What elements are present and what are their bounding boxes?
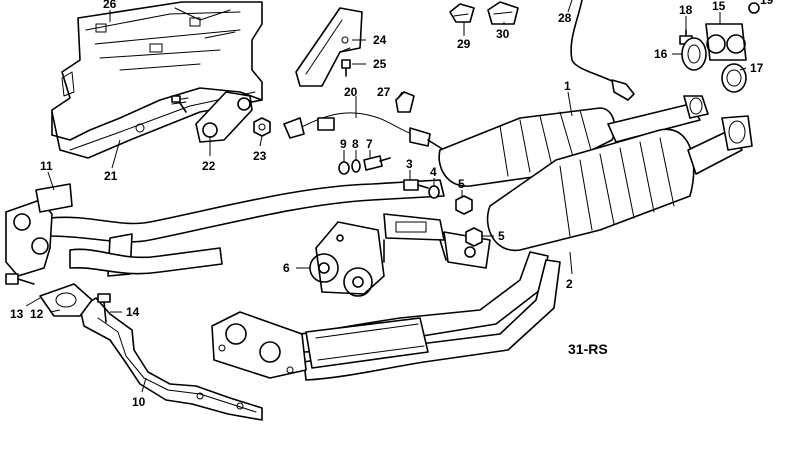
nut-5b <box>465 227 483 247</box>
ring-17 <box>721 63 747 93</box>
nut-19 <box>748 2 760 14</box>
sensor-cable-28 <box>570 0 635 101</box>
washer-8 <box>351 159 361 173</box>
callout-15: 15 <box>712 0 726 13</box>
callout-9: 9 <box>340 137 347 151</box>
callout-21: 21 <box>104 169 118 183</box>
oxygen-sensor-20 <box>283 112 445 151</box>
bolt-13 <box>5 273 35 285</box>
callout-14: 14 <box>126 305 140 319</box>
callout-7: 7 <box>366 137 373 151</box>
bolt-3 <box>403 179 429 191</box>
callout-2: 2 <box>566 277 573 291</box>
callout-23: 23 <box>253 149 267 163</box>
callout-20: 20 <box>344 85 358 99</box>
bracket-24 <box>295 7 363 87</box>
callout-18: 18 <box>679 3 693 17</box>
diagram-caption: 31-RS <box>568 341 608 357</box>
callout-25: 25 <box>373 57 387 71</box>
front-pipe-lower <box>69 247 223 275</box>
callout-8: 8 <box>352 137 359 151</box>
callout-30: 30 <box>496 27 510 41</box>
callout-24: 24 <box>373 33 387 47</box>
clip-29 <box>449 3 475 23</box>
bracket-22 <box>195 91 253 143</box>
callout-27: 27 <box>377 85 391 99</box>
support-bracket-10 <box>79 297 263 421</box>
callout-5-upper: 5 <box>458 177 465 191</box>
rear-flange <box>211 311 307 379</box>
callout-4: 4 <box>430 165 437 179</box>
nut-9 <box>338 161 350 175</box>
nut-23 <box>253 117 271 137</box>
rear-pipe-assembly <box>299 251 561 381</box>
bolt-7 <box>363 155 391 171</box>
screw-21-fixing <box>171 95 187 113</box>
callout-13: 13 <box>10 307 24 321</box>
callout-6: 6 <box>283 261 290 275</box>
bolt-14 <box>97 293 111 323</box>
heat-shield-bracket <box>51 1 263 159</box>
flange-15 <box>705 23 747 61</box>
catalytic-converter-1 <box>438 95 709 187</box>
leader-lines <box>25 0 747 393</box>
washer-4 <box>428 185 440 199</box>
clip-30 <box>487 1 519 25</box>
hanger-plate-3 <box>383 213 447 263</box>
nut-5a <box>455 195 473 215</box>
callout-labels: 26 24 25 27 20 29 30 28 18 15 19 16 17 1… <box>10 0 774 409</box>
gasket-16 <box>681 37 707 71</box>
callout-10: 10 <box>132 395 146 409</box>
callout-26: 26 <box>103 0 117 11</box>
callout-11: 11 <box>40 159 53 173</box>
callout-22: 22 <box>202 159 216 173</box>
callout-12: 12 <box>30 307 44 321</box>
catalytic-converter-2 <box>486 115 753 252</box>
clip-27 <box>395 91 415 113</box>
callout-29: 29 <box>457 37 471 51</box>
clamp-12 <box>39 283 93 317</box>
callout-28: 28 <box>558 11 572 25</box>
screw-25 <box>341 59 351 77</box>
callout-19: 19 <box>760 0 774 7</box>
mount-bracket-6 <box>309 221 385 297</box>
callout-17: 17 <box>750 61 764 75</box>
callout-1: 1 <box>564 79 571 93</box>
front-flange-11 <box>5 183 73 277</box>
callout-5-lower: 5 <box>498 229 505 243</box>
callout-16: 16 <box>654 47 668 61</box>
callout-3: 3 <box>406 157 413 171</box>
